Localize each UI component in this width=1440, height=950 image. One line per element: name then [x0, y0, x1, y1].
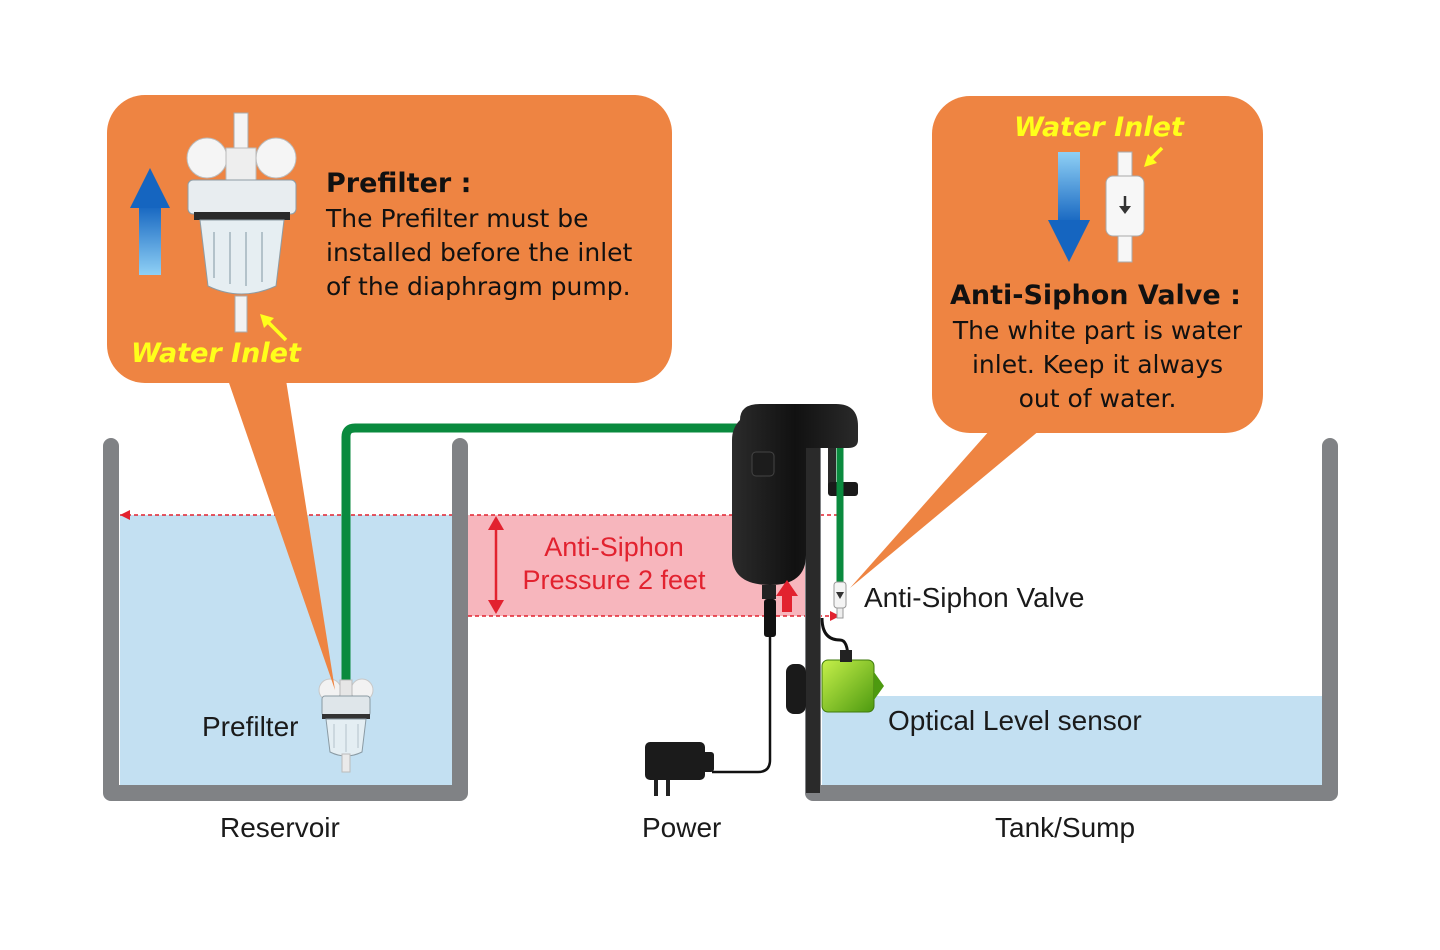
power-label: Power [642, 812, 722, 843]
reservoir-walls [103, 438, 468, 801]
prefilter-callout-title: Prefilter : [326, 168, 472, 199]
prefilter-callout-line1: The Prefilter must be [326, 204, 589, 233]
tank-label: Tank/Sump [995, 812, 1136, 843]
valve-callout-line2: inlet. Keep it always [971, 350, 1224, 379]
flow-arrow-up-icon [776, 580, 798, 612]
pressure-label-line1: Anti-Siphon [544, 532, 684, 562]
inlet-pointer-right [1144, 146, 1164, 167]
optical-sensor-icon [786, 650, 884, 714]
pressure-label-line2: Pressure 2 feet [522, 565, 706, 595]
anti-siphon-valve-large-icon [1105, 151, 1145, 263]
valve-callout-line1: The white part is water [952, 316, 1243, 345]
reservoir-label: Reservoir [220, 812, 340, 843]
valve-callout-line3: out of water. [1018, 384, 1177, 413]
valve-callout [850, 96, 1263, 588]
prefilter-label: Prefilter [202, 711, 299, 742]
prefilter-callout-line2: installed before the inlet [326, 238, 633, 267]
prefilter-callout-line3: of the diaphragm pump. [326, 272, 631, 301]
valve-inlet-label: Water Inlet [1014, 112, 1184, 143]
flow-arrow-up-icon-callout [130, 168, 170, 275]
pump-body-icon [732, 404, 858, 793]
power-cord [712, 637, 772, 774]
anti-siphon-valve-label: Anti-Siphon Valve [864, 582, 1085, 613]
flow-arrow-down-icon [1048, 152, 1090, 262]
tank-water [822, 696, 1322, 785]
prefilter-icon [318, 678, 374, 773]
intake-tube [341, 423, 752, 688]
pressure-top-arrowhead [120, 510, 130, 520]
optical-sensor-label: Optical Level sensor [888, 705, 1142, 736]
pressure-height-arrow-bottom [488, 600, 504, 614]
reservoir-water [120, 515, 452, 785]
anti-siphon-valve-icon [833, 581, 847, 619]
pressure-height-arrow-top [488, 516, 504, 530]
inlet-pointer-left [260, 314, 288, 342]
prefilter-inlet-label: Water Inlet [131, 338, 301, 369]
pressure-bottom-arrowhead [830, 611, 840, 621]
power-adapter-icon [645, 742, 714, 796]
prefilter-large-icon [186, 112, 297, 333]
valve-callout-title: Anti-Siphon Valve : [950, 280, 1241, 311]
